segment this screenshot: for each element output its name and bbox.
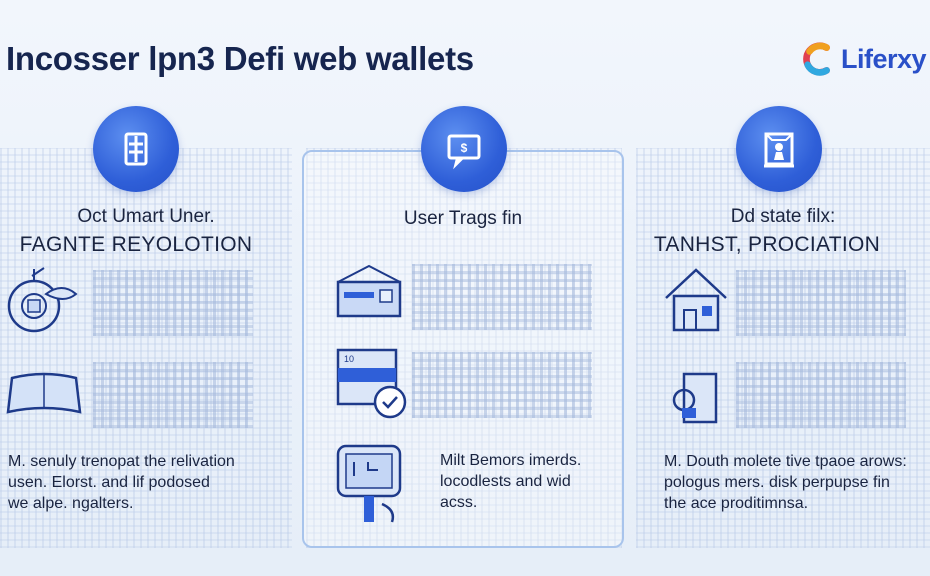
left-column-heading: Oct Umart Uner.	[77, 206, 215, 227]
svg-text:$: $	[461, 141, 468, 155]
center-column-description: Milt Bemors imerds. locodlests and wid a…	[440, 452, 582, 511]
calculator-icon	[93, 106, 179, 192]
left-feature-placeholder-1	[93, 270, 253, 336]
left-column-description: M. senuly trenopat the relivation usen. …	[8, 453, 235, 512]
right-feature-placeholder-1	[736, 270, 906, 336]
left-column-subheading: FAGNTE REYOLOTION	[19, 233, 253, 256]
brand-mark-icon	[803, 42, 830, 76]
center-feature-placeholder-1	[412, 264, 592, 330]
right-column-texture	[636, 148, 930, 548]
right-feature-placeholder-2	[736, 362, 906, 428]
svg-text:10: 10	[344, 354, 354, 364]
center-feature-placeholder-2	[412, 352, 592, 418]
right-column: Dd state filx: TANHST, PROCIATION M. Dou…	[636, 100, 930, 550]
gear-leaf-icon	[7, 267, 78, 333]
left-column: Oct Umart Uner. FAGNTE REYOLOTION M. sen…	[0, 100, 292, 550]
framed-figure-icon	[736, 106, 822, 192]
chat-dollar-icon: $	[421, 106, 507, 192]
center-column-card: $ User Trags fin 10 Milt Bemors imerds. …	[302, 106, 624, 548]
brand-name: Liferxy	[840, 43, 927, 74]
open-book-icon	[6, 372, 82, 414]
brand-logo[interactable]: Liferxy	[800, 40, 927, 78]
right-column-subheading: TANHST, PROCIATION	[653, 233, 881, 256]
envelope-card-icon	[336, 264, 402, 318]
page-title: Incosser lpn3 Defi web wallets	[6, 40, 474, 77]
house-icon	[665, 268, 727, 332]
right-column-description: M. Douth molete tive tpaoe arows: pologu…	[664, 453, 907, 512]
circuit-board-icon	[336, 444, 402, 523]
center-column-heading: User Trags fin	[403, 208, 523, 229]
right-column-heading: Dd state filx:	[730, 206, 836, 227]
document-tools-icon	[672, 372, 718, 424]
window-check-icon: 10	[336, 348, 407, 419]
left-feature-placeholder-2	[93, 362, 253, 428]
left-column-texture	[0, 148, 292, 548]
